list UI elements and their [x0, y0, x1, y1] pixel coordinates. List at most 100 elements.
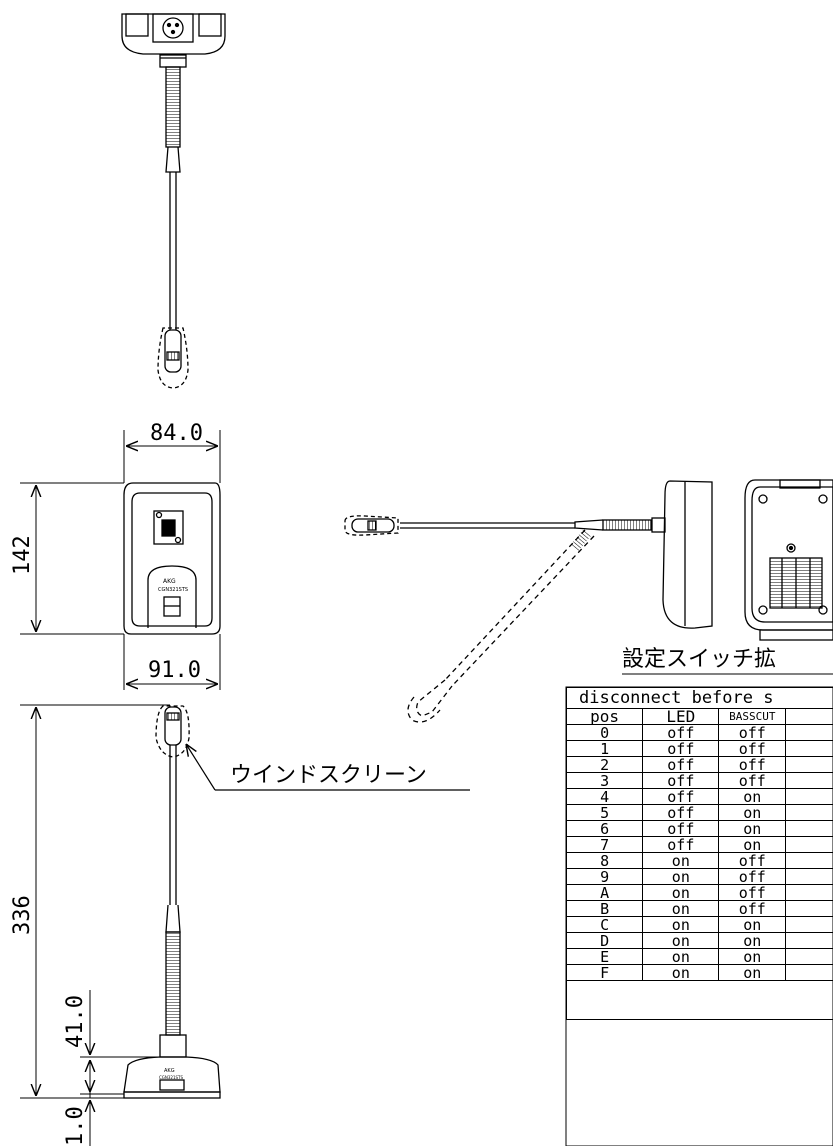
model-side: CGN321STS	[159, 1075, 184, 1080]
cell-extra	[786, 853, 833, 869]
table-blank-row	[567, 981, 833, 1020]
cell-extra	[786, 885, 833, 901]
dim-total-height: 336	[10, 895, 35, 935]
cell-pos: F	[567, 965, 643, 981]
cell-led: on	[643, 853, 719, 869]
cell-pos: C	[567, 917, 643, 933]
cell-extra	[786, 965, 833, 981]
cell-extra	[786, 725, 833, 741]
cell-basscut: on	[719, 821, 786, 837]
cell-led: on	[643, 949, 719, 965]
dimension-lines-front	[20, 430, 220, 690]
cell-extra	[786, 949, 833, 965]
cell-led: off	[643, 773, 719, 789]
cell-basscut: off	[719, 773, 786, 789]
cell-basscut: off	[719, 869, 786, 885]
cell-extra	[786, 805, 833, 821]
col-pos: pos	[567, 709, 643, 725]
cell-pos: 1	[567, 741, 643, 757]
cell-basscut: on	[719, 949, 786, 965]
col-extra	[786, 709, 833, 725]
dim-top-width: 84.0	[150, 421, 203, 446]
front-view	[124, 483, 220, 634]
cell-basscut: off	[719, 741, 786, 757]
dim-base-height: 41.0	[63, 995, 88, 1048]
cell-pos: D	[567, 933, 643, 949]
cell-pos: E	[567, 949, 643, 965]
cell-led: on	[643, 933, 719, 949]
cell-basscut: off	[719, 725, 786, 741]
cell-basscut: off	[719, 901, 786, 917]
cell-basscut: on	[719, 837, 786, 853]
cell-led: off	[643, 837, 719, 853]
cell-led: off	[643, 741, 719, 757]
cell-led: on	[643, 965, 719, 981]
cell-basscut: on	[719, 965, 786, 981]
windscreen-label: ウインドスクリーン	[230, 763, 427, 788]
top-view	[122, 14, 225, 388]
cell-pos: A	[567, 885, 643, 901]
cell-led: on	[643, 901, 719, 917]
cell-led: off	[643, 805, 719, 821]
cell-basscut: on	[719, 789, 786, 805]
col-led: LED	[643, 709, 719, 725]
dimension-lines-side	[20, 705, 170, 1146]
cell-pos: 7	[567, 837, 643, 853]
cell-extra	[786, 933, 833, 949]
cell-pos: 0	[567, 725, 643, 741]
blank-cell	[567, 981, 833, 1020]
cell-extra	[786, 773, 833, 789]
cell-led: on	[643, 885, 719, 901]
cell-pos: B	[567, 901, 643, 917]
cell-led: off	[643, 725, 719, 741]
cell-extra	[786, 789, 833, 805]
brand-side: AKG	[164, 1068, 175, 1074]
cell-extra	[786, 741, 833, 757]
table-caption: disconnect before s	[567, 688, 833, 709]
cell-basscut: on	[719, 933, 786, 949]
brand-front: AKG	[163, 578, 176, 585]
dim-bottom-width: 91.0	[148, 658, 201, 683]
bottom-view	[745, 480, 833, 640]
side-elevation	[124, 706, 220, 1098]
cell-basscut: on	[719, 917, 786, 933]
col-basscut: BASSCUT	[719, 709, 786, 725]
switch-title: 設定スイッチ拡	[622, 647, 776, 672]
cell-led: off	[643, 821, 719, 837]
dim-height: 142	[10, 535, 35, 575]
cell-basscut: off	[719, 853, 786, 869]
cell-pos: 2	[567, 757, 643, 773]
cell-led: off	[643, 789, 719, 805]
cell-led: on	[643, 917, 719, 933]
cell-pos: 6	[567, 821, 643, 837]
cell-pos: 5	[567, 805, 643, 821]
cell-extra	[786, 869, 833, 885]
cell-extra	[786, 901, 833, 917]
cell-extra	[786, 757, 833, 773]
cell-pos: 3	[567, 773, 643, 789]
cell-basscut: off	[719, 757, 786, 773]
cell-basscut: on	[719, 805, 786, 821]
dim-base-gap: 1.0	[63, 1106, 88, 1146]
cell-basscut: off	[719, 885, 786, 901]
cell-pos: 9	[567, 869, 643, 885]
cell-led: off	[643, 757, 719, 773]
model-front: CGN321STS	[158, 587, 188, 593]
cell-led: on	[643, 869, 719, 885]
